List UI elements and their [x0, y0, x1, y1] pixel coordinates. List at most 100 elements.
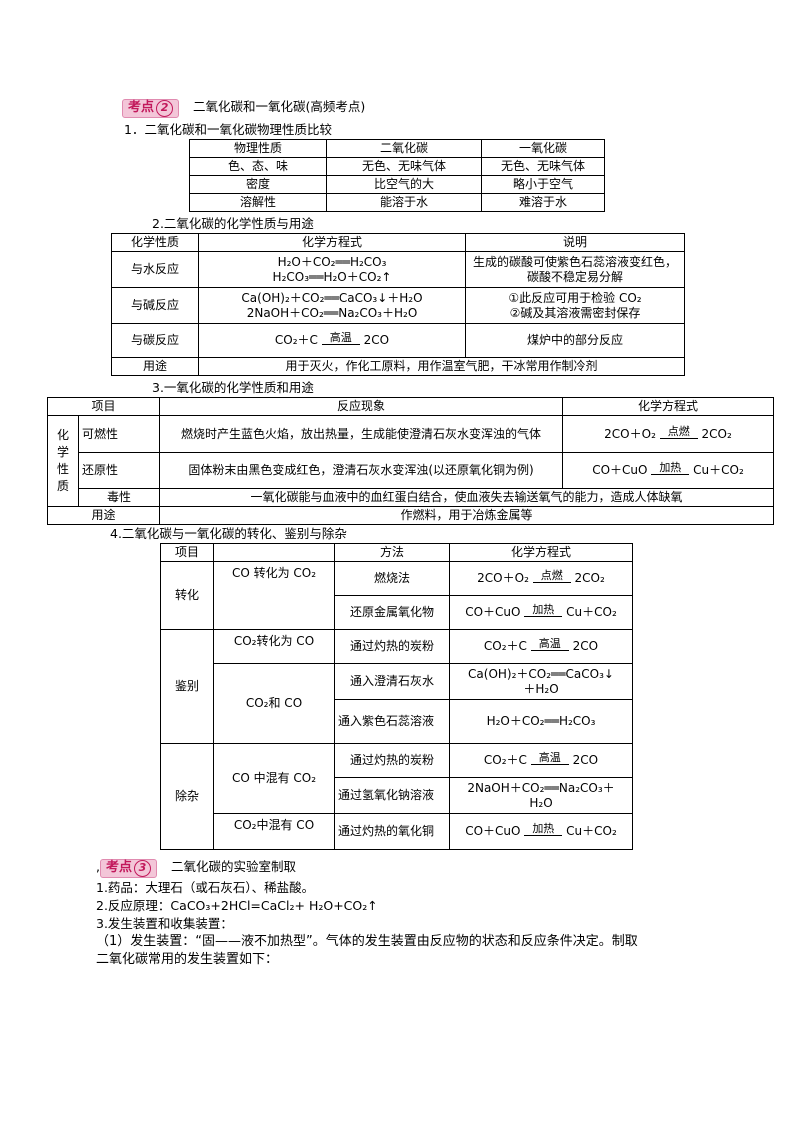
header-cell: 一氧化碳	[481, 139, 605, 158]
text-line: 1.药品：大理石（或石灰石）、稀盐酸。	[96, 880, 315, 895]
text-line: 3.发生装置和收集装置：	[96, 916, 233, 931]
condition-label: 高温	[538, 751, 561, 764]
condition-label: 点燃	[667, 424, 690, 438]
row-label: 用途	[111, 357, 199, 376]
section-title: 二氧化碳和一氧化碳(高频考点)	[193, 99, 366, 114]
equation-right: 2CO	[363, 333, 390, 347]
note: ②碱及其溶液需密封保存	[509, 305, 641, 320]
uses-cell: 用于灭火，作化工原料，用作温室气肥，干冰常用作制冷剂	[198, 357, 685, 376]
item-cell: CO₂中混有 CO	[213, 813, 335, 850]
equation-cell: H₂O＋CO₂══H₂CO₃	[449, 699, 633, 744]
note: ①此反应可用于检验 CO₂	[508, 290, 642, 305]
table-row: 密度 比空气的大 略小于空气	[189, 175, 605, 194]
table-cell: 难溶于水	[481, 193, 605, 212]
text-line: 二氧化碳常用的发生装置如下：	[96, 952, 279, 967]
equation: Ca(OH)₂＋CO₂══CaCO₃↓	[468, 666, 614, 681]
method-cell: 通过氢氧化钠溶液	[334, 777, 450, 814]
row-label: 与水反应	[111, 251, 199, 288]
phenomenon: 固体粉末由黑色变成红色，澄清石灰水变浑浊(以还原氧化铜为例)	[159, 452, 563, 489]
table-row: 还原性 固体粉末由黑色变成红色，澄清石灰水变浑浊(以还原氧化铜为例) CO＋Cu…	[48, 452, 774, 489]
header-cell: 项目	[47, 397, 160, 416]
row-label: 用途	[47, 506, 160, 525]
condition-label: 高温	[538, 637, 561, 650]
table-cell: 无色、无味气体	[326, 157, 482, 176]
note-cell: 生成的碳酸可使紫色石蕊溶液变红色，碳酸不稳定易分解	[465, 251, 685, 288]
equation-right: Cu＋CO₂	[566, 824, 617, 838]
equation-cell: 2CO＋O₂ 点燃 2CO₂	[449, 561, 633, 596]
reaction-condition: 点燃	[532, 569, 571, 587]
header-cell: 二氧化碳	[326, 139, 482, 158]
subheading-1: 1．二氧化碳和一氧化碳物理性质比较	[124, 122, 332, 137]
equation-left: CO₂＋C	[274, 333, 318, 347]
table-cell: 略小于空气	[481, 175, 605, 194]
subheading-3: 3.一氧化碳的化学性质和用途	[152, 380, 314, 395]
group-label: 化学性质	[47, 415, 79, 507]
prefix-mark: ,	[96, 859, 100, 874]
condition-label: 加热	[659, 461, 682, 474]
table-cell: 比空气的大	[326, 175, 482, 194]
badge-label: 考点	[105, 860, 132, 875]
row-group-label: 鉴别	[160, 629, 214, 744]
header-cell: 物理性质	[189, 139, 327, 158]
table-row: 转化 CO 转化为 CO₂ 燃烧法 2CO＋O₂ 点燃 2CO₂	[160, 561, 633, 630]
table-cell: 能溶于水	[326, 193, 482, 212]
text-line: （1）发生装置：“固——液不加热型”。气体的发生装置由反应物的状态和反应条件决定…	[96, 934, 638, 949]
table-row: 化学性质 可燃性 燃烧时产生蓝色火焰，放出热量，生成能使澄清石灰水变浑浊的气体 …	[47, 415, 774, 507]
table-row: 用途 用于灭火，作化工原料，用作温室气肥，干冰常用作制冷剂	[111, 357, 685, 376]
table-row: CO₂中混有 CO 通过灼热的氧化铜 CO＋CuO 加热 Cu＋CO₂	[161, 813, 633, 850]
section-title: 二氧化碳的实验室制取	[170, 859, 296, 874]
condition-label: 点燃	[540, 569, 563, 582]
header-cell: 反应现象	[159, 397, 563, 416]
equation-right: 2CO	[572, 753, 599, 767]
row-group-label: 转化	[160, 561, 214, 630]
table-cell: 溶解性	[189, 193, 327, 212]
text-line: 2.反应原理：CaCO₃+2HCl=CaCl₂+ H₂O+CO₂↑	[96, 898, 378, 913]
method-cell: 燃烧法	[334, 561, 450, 596]
equation-left: 2CO＋O₂	[477, 571, 529, 585]
method-cell: 通入紫色石蕊溶液	[334, 699, 450, 744]
badge-label: 考点	[128, 100, 155, 115]
equation-left: CO₂＋C	[483, 639, 527, 653]
reaction-condition: 高温	[530, 637, 569, 655]
row-label: 与碱反应	[111, 287, 199, 324]
equation-right: 2CO₂	[574, 571, 605, 585]
header-cell: 方法	[334, 543, 450, 562]
table-row: 还原金属氧化物 CO＋CuO 加热 Cu＋CO₂	[161, 595, 633, 630]
reaction-condition: 加热	[651, 461, 690, 479]
row-label: 毒性	[78, 488, 160, 507]
badge-number: 2	[156, 100, 174, 117]
phenomenon-cell: 燃烧时产生蓝色火焰，放出热量，生成能使澄清石灰水变浑浊的气体	[159, 415, 563, 453]
equation-cell: 2CO＋O₂ 点燃 2CO₂	[562, 415, 774, 453]
item-cell: CO 转化为 CO₂	[213, 561, 335, 630]
header-cell: 化学方程式	[449, 543, 633, 562]
physical-properties-table: 物理性质 二氧化碳 一氧化碳 色、态、味 无色、无味气体 无色、无味气体 密度 …	[189, 139, 605, 212]
condition-label: 加热	[532, 603, 555, 616]
equation-cell: CO＋CuO 加热 Cu＋CO₂	[449, 595, 633, 630]
row-label: 与碳反应	[111, 323, 199, 358]
group-text: 化学性质	[56, 428, 69, 493]
row-label: 还原性	[78, 452, 160, 489]
table-cell: 色、态、味	[189, 157, 327, 176]
condition-label: 加热	[532, 822, 555, 835]
equation-left: CO₂＋C	[483, 753, 527, 767]
badge-number: 3	[134, 860, 151, 877]
subheading-2: 2.二氧化碳的化学性质与用途	[152, 216, 314, 231]
row-label: 可燃性	[78, 415, 160, 453]
equation-left: CO＋CuO	[465, 605, 521, 619]
uses-cell: 作燃料，用于冶炼金属等	[159, 506, 774, 525]
header-cell: 说明	[465, 233, 685, 252]
method-cell: 通入澄清石灰水	[334, 663, 450, 700]
header-cell: 项目	[160, 543, 214, 562]
table-row: 通入紫色石蕊溶液 H₂O＋CO₂══H₂CO₃	[161, 699, 633, 744]
equation-cell: CO₂＋C 高温 2CO	[198, 323, 466, 358]
equation-cell: 2NaOH＋CO₂══Na₂CO₃＋H₂O	[449, 777, 633, 814]
method-cell: 通过灼热的炭粉	[334, 629, 450, 664]
reaction-condition: 加热	[524, 822, 563, 840]
equation-right: Cu＋CO₂	[693, 463, 744, 477]
equation: H₂CO₃══H₂O＋CO₂↑	[272, 269, 392, 284]
